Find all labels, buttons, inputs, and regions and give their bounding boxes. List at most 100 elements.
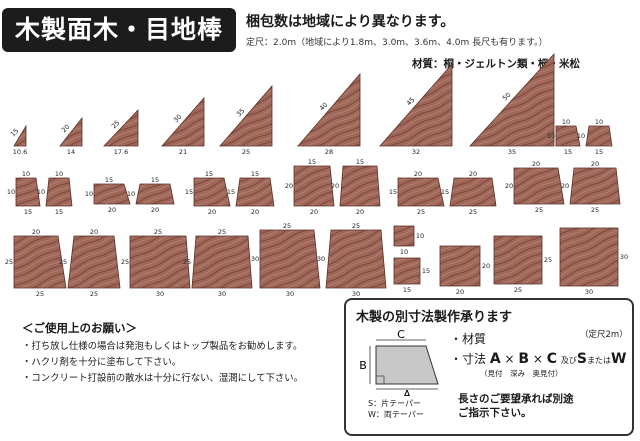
- dimension-label: 35: [235, 107, 247, 119]
- dimension-label: 25: [352, 222, 360, 230]
- dimension-label: 20: [32, 228, 40, 236]
- usage-title: ＜ご使用上のお願い＞: [22, 321, 137, 335]
- dimension-label: 20: [208, 208, 216, 216]
- dimension-label: 10: [37, 188, 45, 196]
- dimension-label: 20: [285, 182, 293, 190]
- s-label: S: [576, 351, 587, 367]
- dimension-label: 15: [595, 148, 603, 156]
- dimension-label: 25: [544, 256, 552, 264]
- wood-profile: [103, 108, 139, 147]
- wood-profile: [559, 227, 619, 287]
- dimension-label: 20: [60, 123, 72, 135]
- wood-profile: [93, 183, 131, 205]
- and-label: 及び: [560, 356, 577, 365]
- dimension-label: 30: [352, 290, 360, 298]
- dimension-label: 30: [585, 288, 593, 296]
- dimension-label: 20: [356, 208, 364, 216]
- dimension-label: 30: [317, 255, 325, 263]
- dimension-label: 30: [172, 113, 184, 125]
- dimension-label: 15: [24, 208, 32, 216]
- dimension-label: 25: [242, 148, 250, 156]
- dimension-label: 25: [591, 206, 599, 214]
- dimension-label: 30: [156, 290, 164, 298]
- dimension-label: 10: [22, 170, 30, 178]
- usage-item: ・打ち放し仕様の場合は発泡もしくはトップ製品をお勧めします。: [22, 341, 303, 352]
- dimension-label: 20: [151, 206, 159, 214]
- dim-c: C: [546, 351, 558, 367]
- usage-notes: ＜ご使用上のお願い＞ ・打ち放し仕様の場合は発泡もしくはトップ製品をお勧めします…: [22, 320, 342, 387]
- wood-profile: [393, 257, 421, 285]
- usage-item: ・ハクリ剤を十分に塗布して下さい。: [22, 357, 182, 368]
- dimension-label: 20: [414, 170, 422, 178]
- legend-s: S：片テーパー: [368, 399, 421, 408]
- dimension-label: 25: [183, 258, 191, 266]
- dimension-label: 15: [441, 188, 449, 196]
- dimension-label: 15: [151, 176, 159, 184]
- dimension-label: 30: [620, 253, 628, 261]
- dimension-label: 25: [283, 222, 291, 230]
- dimension-label: 20: [532, 160, 540, 168]
- dimension-label: 10: [577, 132, 585, 140]
- dimension-label: 10: [595, 118, 603, 126]
- dimension-label: 20: [251, 208, 259, 216]
- dimension-label: 25: [514, 286, 522, 294]
- dimension-label: 25: [469, 208, 477, 216]
- wood-profile: [449, 177, 497, 207]
- dimension-label: 15: [55, 208, 63, 216]
- taper-legend: S：片テーパー W：両テーパー: [368, 398, 424, 420]
- times-sign: ×: [504, 352, 515, 366]
- dimension-label: 15: [185, 188, 193, 196]
- dimension-label: 10: [562, 118, 570, 126]
- standard-length: （定尺2m）: [580, 330, 628, 340]
- dimension-label: 20: [331, 182, 339, 190]
- times-sign: ×: [532, 352, 543, 366]
- dimension-label: 35: [508, 148, 516, 156]
- dimension-label: 50: [501, 91, 513, 103]
- dimension-label: 14: [67, 148, 75, 156]
- dimension-label: 30: [286, 290, 294, 298]
- dimension-label: 25: [218, 228, 226, 236]
- wood-profile: [325, 229, 387, 289]
- diagram-label-c: C: [397, 328, 405, 341]
- dimension-label: 15: [251, 170, 259, 178]
- wood-profile: [513, 167, 565, 205]
- dimension-label: 10: [127, 190, 135, 198]
- length-note: 定尺：2.0m（地域により1.8m、3.0m、3.6m、4.0m 長尺も有ります…: [246, 38, 548, 48]
- dimension-label: 25: [110, 119, 122, 131]
- dimension-label: 15: [422, 267, 430, 275]
- dimension-label: 30: [251, 255, 259, 263]
- wood-profile: [293, 165, 335, 207]
- wood-profile: [161, 96, 205, 147]
- wood-profile: [191, 235, 253, 289]
- dimension-label: 10: [55, 170, 63, 178]
- dimension-label: 21: [179, 148, 187, 156]
- contact-note: 長さのご要望承れば別途 ご指示下さい。: [458, 392, 574, 420]
- material-note: 材質：桐・ジェルトン類・栂・米松: [412, 58, 580, 70]
- wood-profile: [469, 52, 555, 147]
- wood-profile: [15, 177, 41, 207]
- dimension-label: 15: [308, 158, 316, 166]
- dimension-label: 10: [416, 232, 424, 240]
- dimension-label: 20: [482, 262, 490, 270]
- dimension-label: 30: [218, 290, 226, 298]
- wood-profile: [339, 165, 381, 207]
- wood-profile: [493, 235, 543, 285]
- wood-profile: [129, 235, 191, 289]
- dimension-label: 20: [310, 208, 318, 216]
- wood-profile: [379, 62, 453, 147]
- dimension-label: 25: [36, 290, 44, 298]
- wood-profile: [585, 125, 613, 147]
- dimension-label: 15: [403, 286, 411, 294]
- diagram-label-a: A: [403, 388, 411, 396]
- dimension-label: 25: [5, 258, 13, 266]
- dimension-label: 20: [505, 182, 513, 190]
- custom-dimensions: ・寸法 A × B × C 及びSまたはW: [450, 350, 626, 367]
- wood-profile: [193, 177, 231, 207]
- dimension-label: 20: [90, 228, 98, 236]
- page-title: 木製面木・目地棒: [2, 8, 236, 52]
- dimension-label: 25: [90, 290, 98, 298]
- dimension-label: 20: [591, 160, 599, 168]
- dimension-label: 10: [7, 188, 15, 196]
- wood-profile: [297, 72, 361, 147]
- wood-profile: [13, 235, 67, 289]
